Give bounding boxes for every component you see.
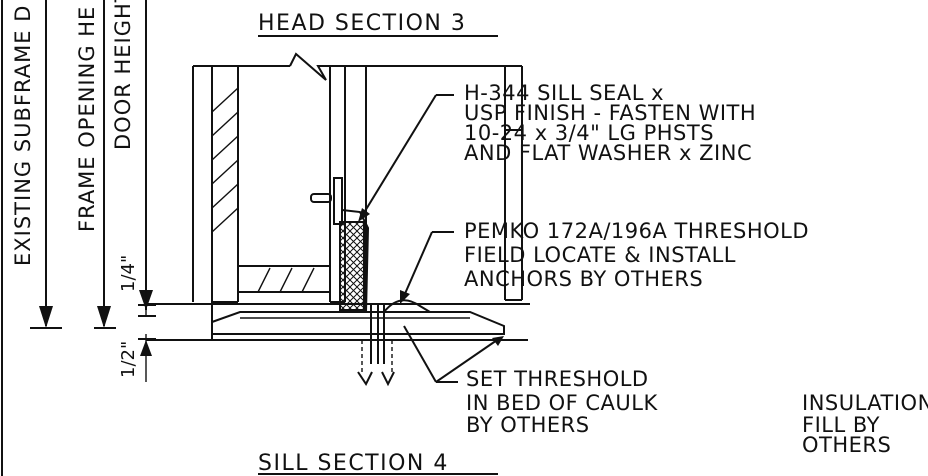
- half-inch-label: 1/2": [118, 341, 139, 378]
- leader-threshold: [400, 231, 454, 304]
- svg-text:ANCHORS BY OTHERS: ANCHORS BY OTHERS: [464, 267, 703, 291]
- door-height-label: DOOR HEIGHT: [111, 0, 135, 150]
- threshold-note: PEMKO 172A/196A THRESHOLD FIELD LOCATE &…: [464, 219, 809, 291]
- frame-opening-label: FRAME OPENING HE: [75, 6, 99, 232]
- anchor-screw-icon: [357, 304, 395, 387]
- right-frame: [345, 65, 523, 312]
- half-inch-dimension: 1/2": [118, 334, 156, 382]
- svg-text:PEMKO 172A/196A THRESHOLD: PEMKO 172A/196A THRESHOLD: [464, 219, 809, 243]
- quarter-inch-dimension: 1/4": [118, 250, 156, 317]
- svg-text:IN BED OF CAULK: IN BED OF CAULK: [466, 391, 658, 415]
- head-section-title: HEAD SECTION 3: [258, 11, 466, 36]
- svg-text:OTHERS: OTHERS: [802, 433, 891, 457]
- svg-text:USP FINISH - FASTEN WITH: USP FINISH - FASTEN WITH: [464, 101, 756, 125]
- caulk-note: SET THRESHOLD IN BED OF CAULK BY OTHERS: [466, 367, 658, 437]
- svg-text:FILL BY: FILL BY: [802, 413, 880, 437]
- svg-text:BY OTHERS: BY OTHERS: [466, 413, 590, 437]
- frame-opening-dimension-line: [94, 0, 116, 329]
- svg-text:SET THRESHOLD: SET THRESHOLD: [466, 367, 649, 391]
- quarter-inch-label: 1/4": [118, 255, 139, 292]
- svg-text:H-344 SILL SEAL x: H-344 SILL SEAL x: [464, 81, 664, 105]
- subframe-label: EXISTING SUBFRAME D: [11, 5, 35, 266]
- svg-text:FIELD LOCATE & INSTALL: FIELD LOCATE & INSTALL: [464, 243, 736, 267]
- threshold: [146, 299, 530, 341]
- svg-text:INSULATION: INSULATION: [802, 391, 928, 415]
- sill-seal-note: H-344 SILL SEAL x USP FINISH - FASTEN WI…: [464, 81, 756, 165]
- door-frame: [192, 52, 345, 340]
- subframe-dimension-line: [30, 0, 62, 329]
- handle-icon: [310, 193, 332, 203]
- svg-text:10-24 x 3/4" LG PHSTS: 10-24 x 3/4" LG PHSTS: [464, 121, 714, 145]
- leader-caulk: [403, 325, 504, 383]
- leader-sill-seal: [358, 94, 454, 222]
- sill-section-title: SILL SECTION 4: [258, 451, 449, 476]
- sill-seal: [339, 208, 370, 313]
- svg-text:AND FLAT WASHER x ZINC: AND FLAT WASHER x ZINC: [464, 141, 752, 165]
- insulation-note: INSULATION FILL BY OTHERS: [802, 391, 928, 457]
